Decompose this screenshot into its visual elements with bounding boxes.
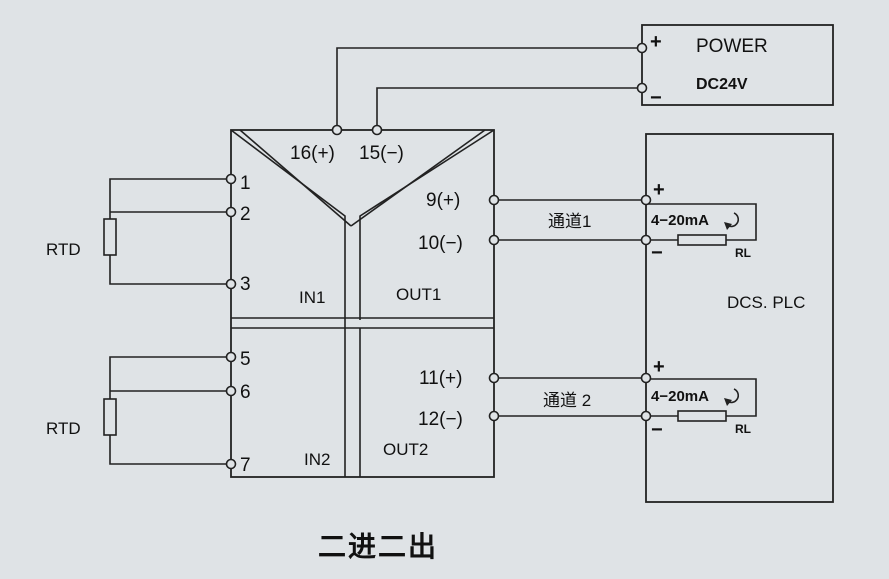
loop1-load-label: RL bbox=[735, 246, 751, 260]
terminal-1 bbox=[225, 173, 237, 185]
section-in2-label: IN2 bbox=[304, 450, 330, 469]
terminal-3-label: 3 bbox=[240, 274, 251, 295]
terminal-6 bbox=[225, 385, 237, 397]
terminal-7-label: 7 bbox=[240, 455, 251, 476]
dcs-plc-title: DCS. PLC bbox=[727, 293, 805, 312]
terminal-2 bbox=[225, 206, 237, 218]
terminal-5 bbox=[225, 351, 237, 363]
loop1-signal: 4−20mA bbox=[651, 212, 709, 229]
section-in1-label: IN1 bbox=[299, 288, 325, 307]
loop2-minus-sign: − bbox=[651, 419, 663, 441]
dcs-terminal-1-minus bbox=[640, 234, 652, 246]
channel2-label: 通道 2 bbox=[543, 391, 591, 410]
loop2-plus-sign: + bbox=[653, 356, 665, 378]
terminal-9 bbox=[488, 194, 500, 206]
module-divider-line bbox=[230, 129, 346, 477]
loop2-signal: 4−20mA bbox=[651, 388, 709, 405]
loop1-current-arrow bbox=[724, 222, 732, 230]
power-supply-box bbox=[641, 24, 834, 106]
rtd2-label: RTD bbox=[46, 419, 81, 438]
terminal-6-label: 6 bbox=[240, 382, 251, 403]
power-plus-sign: + bbox=[650, 31, 662, 53]
rtd-sensor-1: RTD bbox=[46, 173, 237, 290]
power-minus-sign: − bbox=[650, 87, 662, 109]
module-box bbox=[230, 129, 495, 478]
loop2-wire bbox=[646, 378, 757, 417]
rtd2-resistor bbox=[103, 398, 117, 436]
loop1-plus-sign: + bbox=[653, 179, 665, 201]
isolator-module: 16(+) 15(−) IN1 OUT1 IN2 OUT2 1 2 3 5 6 … bbox=[230, 124, 495, 478]
rtd-sensor-2: RTD bbox=[46, 351, 237, 470]
terminal-16 bbox=[331, 124, 343, 136]
channel-1-wiring: 通道1 bbox=[488, 194, 652, 246]
dcs-plc: DCS. PLC + − 4−20mA RL + − 4−20mA RL bbox=[645, 133, 834, 503]
dcs-plc-box bbox=[645, 133, 834, 503]
terminal-15-label: 15(−) bbox=[359, 143, 404, 164]
power-wire-positive bbox=[336, 47, 642, 130]
dcs-terminal-1-plus bbox=[640, 194, 652, 206]
channel1-label: 通道1 bbox=[548, 212, 591, 231]
power-terminal-plus bbox=[636, 42, 648, 54]
rtd1-resistor bbox=[103, 218, 117, 256]
section-out1-label: OUT1 bbox=[396, 285, 441, 304]
terminal-10-label: 10(−) bbox=[418, 233, 463, 254]
loop1-load-resistor bbox=[677, 234, 727, 246]
terminal-2-label: 2 bbox=[240, 204, 251, 225]
power-terminal-minus bbox=[636, 82, 648, 94]
rtd2-wire bbox=[109, 356, 231, 465]
rtd1-wire bbox=[109, 178, 231, 285]
loop1-minus-sign: − bbox=[651, 242, 663, 264]
terminal-1-label: 1 bbox=[240, 173, 251, 194]
loop2-current-arrow bbox=[724, 398, 732, 406]
terminal-12 bbox=[488, 410, 500, 422]
loop2-load-label: RL bbox=[735, 422, 751, 436]
terminal-15 bbox=[371, 124, 383, 136]
terminal-5-label: 5 bbox=[240, 349, 251, 370]
dcs-terminal-2-plus bbox=[640, 372, 652, 384]
terminal-12-label: 12(−) bbox=[418, 409, 463, 430]
terminal-7 bbox=[225, 458, 237, 470]
terminal-9-label: 9(+) bbox=[426, 190, 460, 211]
dcs-terminal-2-minus bbox=[640, 410, 652, 422]
power-voltage: DC24V bbox=[696, 76, 748, 93]
terminal-16-label: 16(+) bbox=[290, 143, 335, 164]
power-wire-negative bbox=[376, 87, 642, 130]
diagram-caption: 二进二出 bbox=[318, 531, 438, 562]
loop2-load-resistor bbox=[677, 410, 727, 422]
terminal-11 bbox=[488, 372, 500, 384]
channel-2-wiring: 通道 2 bbox=[488, 372, 652, 422]
terminal-11-label: 11(+) bbox=[419, 368, 462, 389]
module-divider-line bbox=[359, 129, 495, 320]
section-out2-label: OUT2 bbox=[383, 440, 428, 459]
terminal-10 bbox=[488, 234, 500, 246]
power-supply: + − POWER DC24V bbox=[641, 24, 834, 109]
module-divider-line bbox=[350, 129, 486, 227]
loop1-wire bbox=[646, 203, 757, 241]
terminal-3 bbox=[225, 278, 237, 290]
rtd1-label: RTD bbox=[46, 240, 81, 259]
module-divider-line bbox=[239, 129, 352, 227]
power-title: POWER bbox=[696, 36, 768, 57]
